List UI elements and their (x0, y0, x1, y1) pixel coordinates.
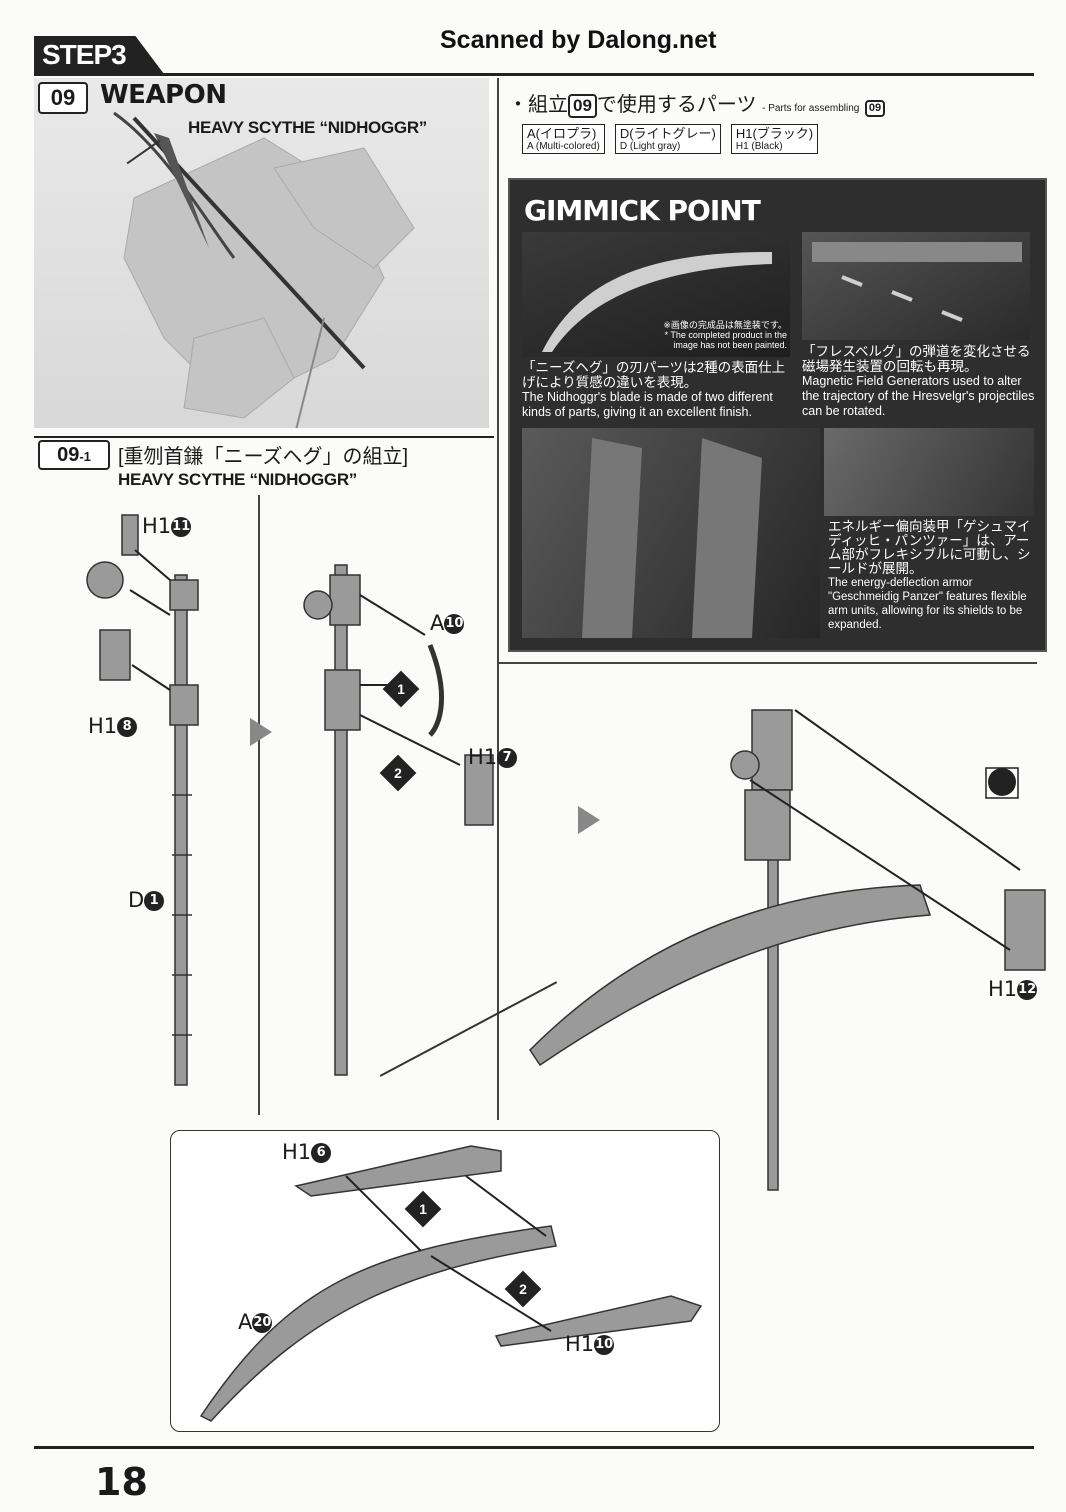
weapon-label: HEAVY SCYTHE “NIDHOGGR” (188, 118, 428, 137)
gimmick-caption-3: エネルギー偏向装甲「ゲシュマイディッヒ・パンツァー」は、アーム部がフレキシブルに… (828, 519, 1031, 632)
gimmick-point-panel: GIMMICK POINT ※画像の完成品は無塗装です。* The comple… (508, 178, 1047, 652)
bottom-rule (34, 1446, 1034, 1449)
section-title: WEAPON (100, 80, 227, 110)
part-chip-a: A(イロプラ)A (Multi-colored) (522, 124, 605, 154)
part-label-a10: A10 (430, 611, 465, 635)
gimmick-photo-generators (802, 232, 1030, 340)
part-label-a20: A20 (238, 1310, 273, 1334)
part-label-h1-12: H112 (988, 977, 1038, 1001)
gimmick-caption-2: 「フレスベルグ」の弾道を変化させる磁場発生装置の回転も再現。Magnetic F… (802, 344, 1035, 418)
panel3-drawing (529, 709, 1046, 1191)
step-title-en: HEAVY SCYTHE “NIDHOGGR” (118, 470, 358, 489)
parts-title-en: - Parts for assembling (762, 103, 860, 114)
part-chip-d: D(ライトグレー)D (Light gray) (614, 124, 721, 154)
gimmick-caption-1: 「ニーズヘグ」の刃パーツは2種の表面仕上げにより質感の違いを表現。The Nid… (522, 360, 786, 419)
blade-callout (170, 1130, 720, 1432)
gimmick-photo-armor (522, 428, 820, 638)
step-number: 09-1 (38, 440, 110, 470)
step-rule (34, 436, 494, 438)
parts-chip-row: A(イロプラ)A (Multi-colored) D(ライトグレー)D (Lig… (522, 124, 819, 154)
step-marker-1: 1 (382, 670, 420, 708)
gimmick-photo-arm (824, 428, 1034, 516)
panel-divider-top (497, 78, 499, 663)
page-number: 18 (95, 1460, 148, 1504)
callout-step-1: 1 (404, 1190, 442, 1228)
weapon-hero-panel (34, 78, 489, 439)
callout-step-2: 2 (504, 1270, 542, 1308)
flow-arrow-1 (250, 718, 272, 746)
blade-exploded-drawing (199, 1145, 703, 1422)
part-label-h1-10: H110 (565, 1332, 615, 1356)
panel-divider-2 (497, 660, 499, 1120)
panel-divider-1 (258, 495, 260, 1115)
top-rule (34, 73, 1034, 76)
panel1-drawing (86, 514, 199, 1086)
watermark: Scanned by Dalong.net (440, 26, 717, 54)
gimmick-photo-blade: ※画像の完成品は無塗装です。* The completed product in… (522, 232, 790, 357)
panel2-drawing (303, 564, 494, 1076)
step-marker-2: 2 (379, 754, 417, 792)
part-label-h1-11: H111 (142, 514, 192, 538)
step-title-jp: [重刎首鎌「ニーズヘグ」の組立] (118, 446, 409, 468)
step-tab: STEP3 (34, 36, 164, 74)
panel-divider-h (497, 662, 1037, 664)
flow-arrow-2 (578, 806, 600, 834)
gimmick-title: GIMMICK POINT (524, 194, 761, 227)
section-number: 09 (38, 82, 88, 114)
weapon-illustration (113, 111, 415, 439)
part-chip-h1: H1(ブラック)H1 (Black) (730, 124, 819, 154)
